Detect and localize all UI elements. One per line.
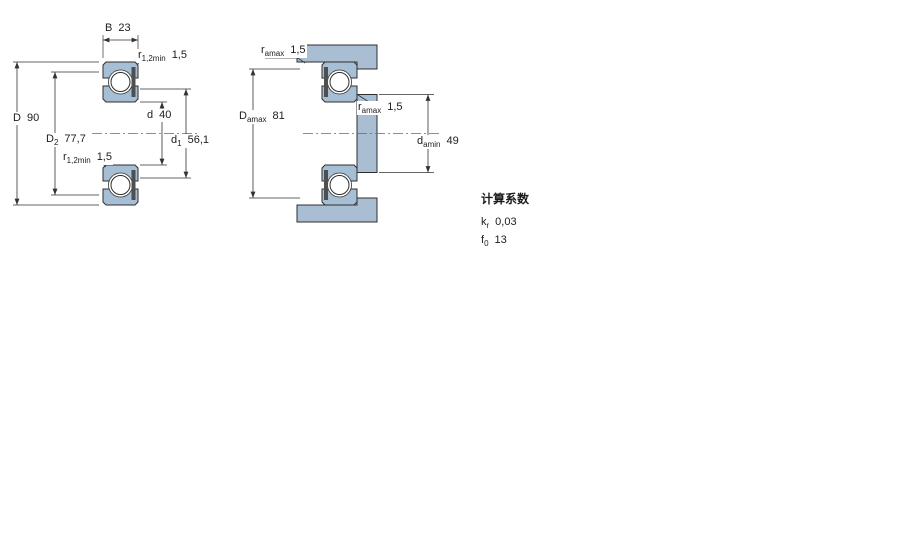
seal-top-right-view <box>324 67 328 97</box>
ball-bottom <box>110 175 131 195</box>
housing-shoulder-bottom <box>296 197 378 223</box>
leader-ra-mid <box>357 94 370 103</box>
seal-top <box>131 67 136 97</box>
ball-bottom-right-view <box>329 175 350 195</box>
ball-top <box>110 72 131 92</box>
dimension-lines-left-view <box>13 35 191 206</box>
seal-bottom-right-view <box>324 170 328 200</box>
calc-factors-title: 计算系数 <box>481 192 530 206</box>
ball-top-right-view <box>329 72 350 92</box>
seal-bottom <box>131 170 136 200</box>
bearing-section-right-view <box>321 61 358 206</box>
